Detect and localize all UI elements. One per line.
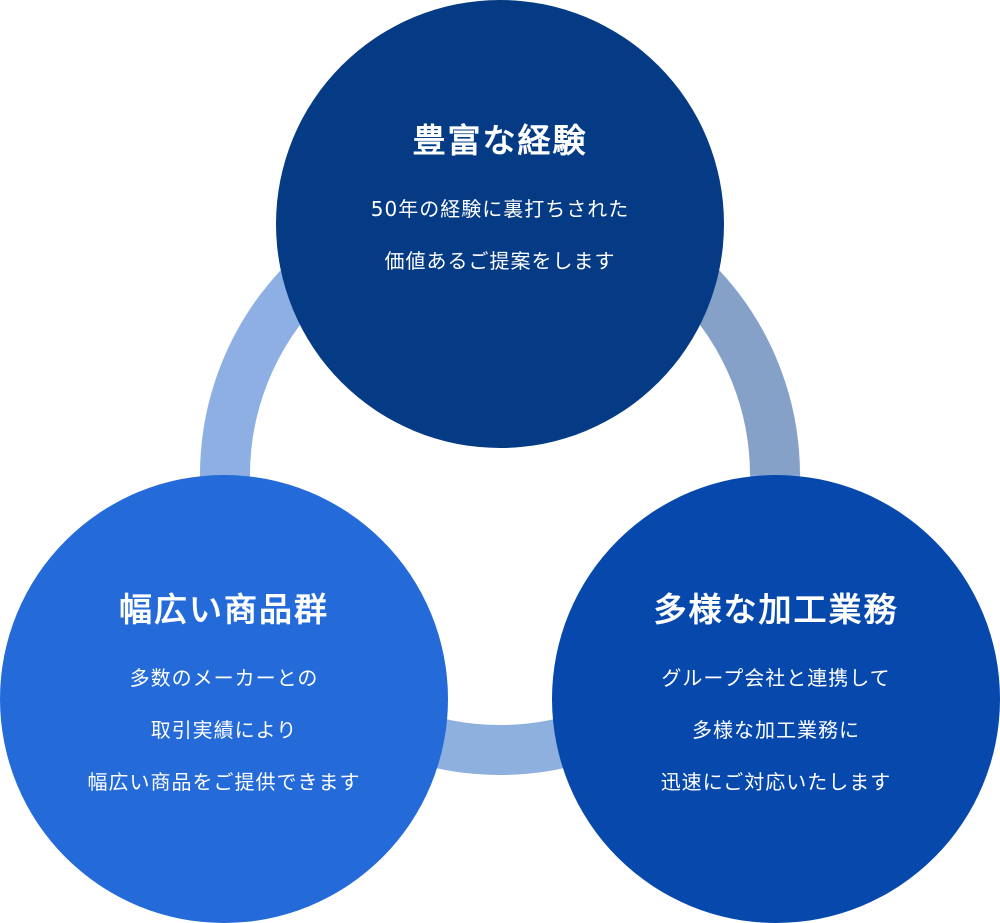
circle-processing-line-3: 迅速にご対応いたします: [660, 769, 892, 794]
circle-processing: 多様な加工業務 グループ会社と連携して 多様な加工業務に 迅速にご対応いたします: [552, 475, 1000, 923]
circle-processing-line-1: グループ会社と連携して: [661, 665, 891, 690]
circle-experience: 豊富な経験 50年の経験に裏打ちされた 価値あるご提案をします: [276, 0, 724, 448]
circle-processing-line-2: 多様な加工業務に: [692, 717, 860, 742]
circle-product-range: 幅広い商品群 多数のメーカーとの 取引実績により 幅広い商品をご提供できます: [0, 475, 448, 923]
circle-processing-title: 多様な加工業務: [653, 590, 899, 630]
circle-product-range-title: 幅広い商品群: [119, 590, 329, 630]
circle-product-range-line-3: 幅広い商品をご提供できます: [87, 769, 361, 794]
circle-experience-line-2: 価値あるご提案をします: [384, 248, 616, 273]
circle-experience-title: 豊富な経験: [412, 121, 588, 161]
circle-product-range-line-1: 多数のメーカーとの: [129, 665, 319, 690]
circle-product-range-line-2: 取引実績により: [150, 717, 298, 742]
circle-experience-line-1: 50年の経験に裏打ちされた: [370, 196, 630, 221]
